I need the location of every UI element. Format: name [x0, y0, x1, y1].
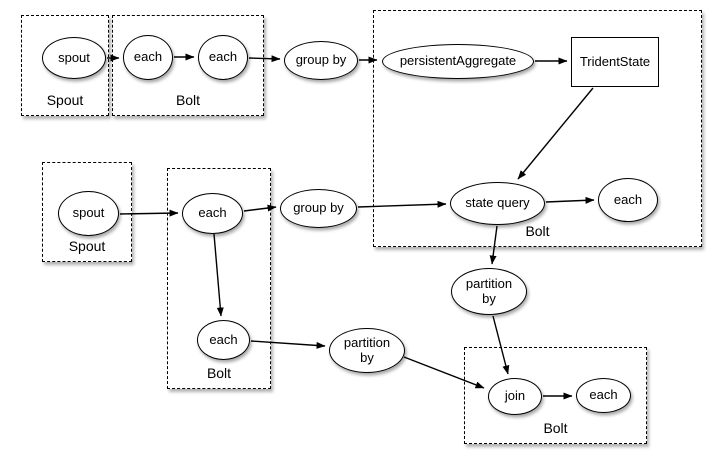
group-label: Bolt — [206, 365, 232, 381]
group-label: Bolt — [175, 92, 201, 108]
node-each-2: each — [198, 35, 248, 80]
group-label: Bolt — [543, 420, 568, 436]
node-spout-2: spout — [58, 191, 119, 236]
node-persistent-aggregate: persistentAggregate — [382, 44, 534, 79]
node-partition-by-1: partition by — [329, 328, 405, 373]
group-label: Bolt — [525, 223, 550, 239]
node-spout-1: spout — [42, 37, 106, 79]
node-partition-by-2: partition by — [451, 268, 527, 315]
node-each-6: each — [576, 378, 631, 413]
node-join: join — [488, 378, 542, 415]
node-each-4: each — [182, 193, 243, 234]
node-group-by-1: group by — [284, 41, 358, 80]
node-each-5: each — [197, 320, 250, 360]
group-label: Spout — [46, 92, 84, 108]
node-each-1: each — [123, 35, 173, 80]
node-state-query: state query — [450, 182, 545, 225]
node-each-3: each — [598, 178, 658, 222]
node-trident-state: TridentState — [571, 37, 659, 87]
group-label: Spout — [68, 238, 106, 254]
node-group-by-2: group by — [280, 189, 357, 228]
